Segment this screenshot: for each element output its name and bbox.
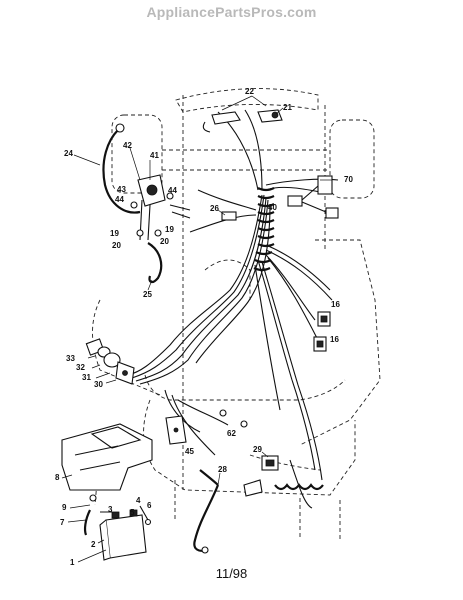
plug-connectors-16 (313, 311, 331, 352)
callout-9: 9 (62, 503, 67, 512)
callout-8: 8 (55, 473, 60, 482)
callout-29: 29 (253, 445, 262, 454)
callout-16-lower: 16 (330, 335, 339, 344)
starter-solenoid-assembly (102, 123, 191, 284)
callout-labels: 22 21 24 42 41 43 44 44 19 19 20 20 25 2… (55, 87, 353, 567)
callout-40: 40 (268, 203, 277, 212)
callout-31: 31 (82, 373, 91, 382)
callout-42: 42 (123, 141, 132, 150)
tractor-outline (92, 88, 381, 540)
callout-24: 24 (64, 149, 73, 158)
callout-3: 3 (108, 505, 113, 514)
coiled-harness-section (253, 187, 324, 491)
battery-cable-28 (193, 469, 220, 554)
callout-20-right: 20 (160, 237, 169, 246)
callout-41: 41 (150, 151, 159, 160)
watermark: AppliancePartsPros.com (146, 4, 317, 20)
ignition-switch-cluster (85, 338, 135, 385)
callout-21: 21 (283, 103, 292, 112)
callout-28: 28 (218, 465, 227, 474)
callout-7: 7 (60, 518, 65, 527)
callout-6: 6 (147, 501, 152, 510)
callout-70: 70 (344, 175, 353, 184)
callout-19-right: 19 (165, 225, 174, 234)
callout-44-left: 44 (115, 195, 124, 204)
callout-33: 33 (66, 354, 75, 363)
callout-4: 4 (136, 496, 141, 505)
module-and-plug (165, 409, 279, 497)
callout-26: 26 (210, 204, 219, 213)
callout-16-upper: 16 (331, 300, 340, 309)
callout-leaders (61, 95, 332, 563)
connectors-right (221, 175, 339, 221)
callout-2: 2 (91, 540, 96, 549)
battery-assembly (61, 423, 153, 561)
callout-20-left: 20 (112, 241, 121, 250)
callout-32: 32 (76, 363, 85, 372)
callout-1: 1 (70, 558, 75, 567)
callout-19-left: 19 (110, 229, 119, 238)
date-code: 11/98 (215, 566, 248, 581)
top-switch-assembly (202, 109, 283, 133)
callout-43: 43 (117, 185, 126, 194)
callout-25: 25 (143, 290, 152, 299)
callout-62: 62 (227, 429, 236, 438)
callout-5: 5 (130, 508, 135, 517)
callout-30: 30 (94, 380, 103, 389)
callout-22: 22 (245, 87, 254, 96)
callout-44-right: 44 (168, 186, 177, 195)
callout-45: 45 (185, 447, 194, 456)
